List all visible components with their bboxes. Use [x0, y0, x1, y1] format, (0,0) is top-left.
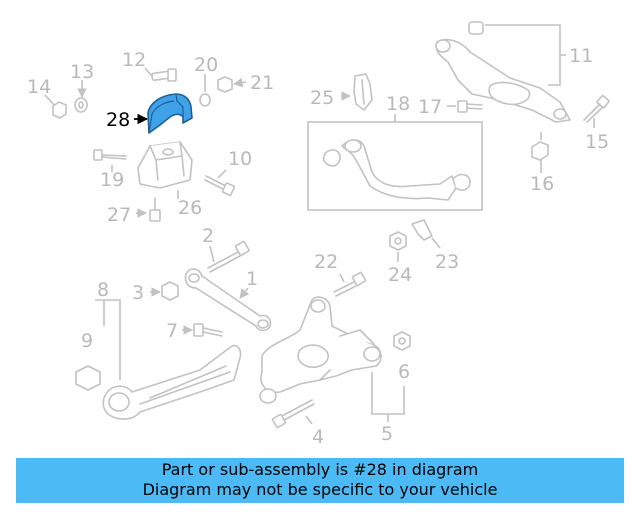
callout-9: 9	[81, 330, 93, 352]
callout-26: 26	[178, 197, 202, 219]
callout-17: 17	[418, 96, 442, 118]
part-5-knuckle	[259, 296, 405, 422]
part-22-bolt	[333, 271, 367, 297]
banner-line-2: Diagram may not be specific to your vehi…	[142, 480, 498, 499]
callout-6: 6	[398, 361, 410, 383]
callout-8: 8	[97, 279, 109, 301]
callout-18: 18	[386, 93, 410, 115]
part-24-nut	[389, 231, 407, 262]
callout-27: 27	[107, 204, 131, 226]
callout-13: 13	[70, 61, 94, 83]
part-23-washer	[411, 219, 441, 249]
part-1-toe-link	[184, 268, 272, 332]
callout-24: 24	[388, 264, 412, 286]
part-14-nut	[44, 94, 67, 119]
callout-5: 5	[381, 423, 393, 445]
part-12-bolt	[144, 67, 177, 82]
part-17-bolt	[447, 100, 483, 113]
callout-19: 19	[100, 169, 124, 191]
part-26-mount	[137, 141, 193, 199]
callout-14: 14	[27, 76, 51, 98]
callout-22: 22	[314, 251, 338, 273]
callout-12: 12	[122, 49, 146, 71]
callout-25: 25	[310, 87, 334, 109]
callout-1: 1	[246, 268, 258, 290]
callout-11: 11	[569, 45, 593, 67]
part-21-nut	[217, 76, 247, 93]
part-15-bolt	[583, 94, 610, 128]
callout-23: 23	[435, 251, 459, 273]
part-27-stud	[136, 197, 161, 222]
part-11-lower-arm	[435, 21, 571, 123]
part-6-bushing	[393, 331, 411, 351]
part-25-bracket	[341, 73, 373, 111]
part-13-washer	[74, 80, 88, 113]
part-19-bolt	[93, 149, 127, 172]
callout-2: 2	[202, 225, 214, 247]
part-8-trailing-arm	[95, 299, 242, 420]
info-banner: Part or sub-assembly is #28 in diagram D…	[16, 458, 624, 503]
banner-line-1: Part or sub-assembly is #28 in diagram	[161, 460, 479, 479]
callout-16: 16	[530, 173, 554, 195]
part-20-washer	[199, 74, 211, 107]
part-2-bolt	[207, 240, 250, 273]
part-28-insulator-highlighted	[134, 93, 193, 134]
callout-4: 4	[312, 426, 324, 448]
callout-21: 21	[250, 72, 274, 94]
part-7-bolt	[182, 323, 223, 337]
part-16-bushing	[531, 132, 549, 173]
part-4-bolt	[271, 399, 315, 429]
callout-3: 3	[132, 282, 144, 304]
callout-7: 7	[166, 320, 178, 342]
part-9-bushing	[75, 365, 101, 391]
part-10-bolt	[204, 169, 236, 197]
callout-20: 20	[194, 54, 218, 76]
callout-10: 10	[228, 148, 252, 170]
part-3-nut	[150, 281, 179, 301]
callout-28: 28	[106, 109, 130, 131]
part-18-upper-arm-box	[307, 114, 483, 211]
callout-15: 15	[585, 131, 609, 153]
